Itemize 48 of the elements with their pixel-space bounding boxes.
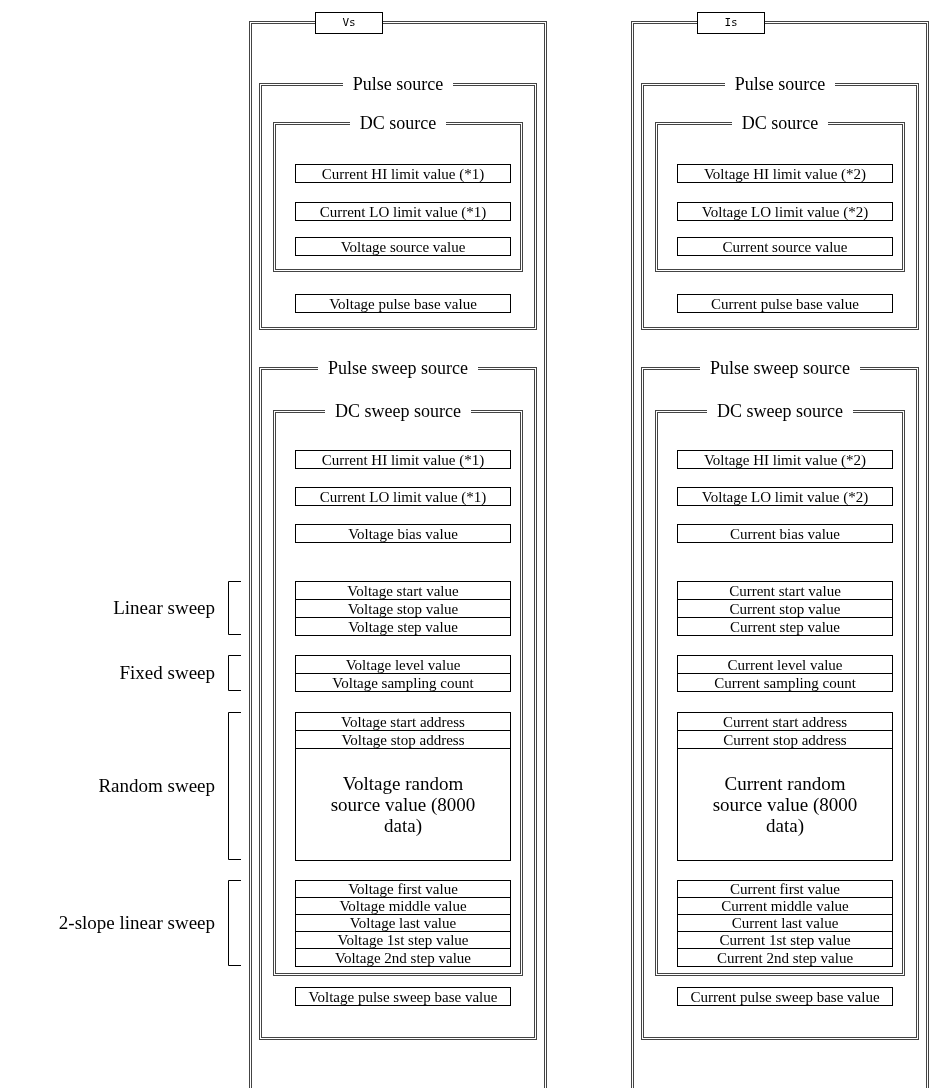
parameter-box: Current pulse sweep base value [677, 987, 893, 1006]
parameter-box: Current last value [677, 914, 893, 932]
frame-tab: Vs [315, 12, 383, 34]
parameter-box: Voltage stop value [295, 599, 511, 618]
parameter-box: Current LO limit value (*1) [295, 202, 511, 221]
sweep-label: Linear sweep [112, 597, 215, 619]
parameter-box: Current stop value [677, 599, 893, 618]
parameter-box: Voltage start address [295, 712, 511, 731]
parameter-box: Current bias value [677, 524, 893, 543]
parameter-box: Voltage LO limit value (*2) [677, 202, 893, 221]
parameter-box: Voltage bias value [295, 524, 511, 543]
frame-tab: Is [697, 12, 765, 34]
parameter-box: Current middle value [677, 897, 893, 915]
sweep-label: 2-slope linear sweep [57, 912, 215, 934]
parameter-box: Current random source value (8000 data) [677, 748, 893, 861]
parameter-box: Voltage last value [295, 914, 511, 932]
parameter-box: Current level value [677, 655, 893, 674]
parameter-box: Voltage level value [295, 655, 511, 674]
parameter-box: Current source value [677, 237, 893, 256]
parameter-box: Current 1st step value [677, 931, 893, 949]
parameter-box: Current stop address [677, 730, 893, 749]
parameter-box: Voltage step value [295, 617, 511, 636]
parameter-box: Voltage middle value [295, 897, 511, 915]
parameter-box: Voltage sampling count [295, 673, 511, 692]
parameter-box: Current sampling count [677, 673, 893, 692]
parameter-box: Voltage start value [295, 581, 511, 600]
parameter-box: Voltage pulse sweep base value [295, 987, 511, 1006]
parameter-box: Current start address [677, 712, 893, 731]
parameter-box: Voltage HI limit value (*2) [677, 450, 893, 469]
parameter-box: Voltage random source value (8000 data) [295, 748, 511, 861]
sweep-label: Random sweep [97, 775, 215, 797]
parameter-box: Voltage first value [295, 880, 511, 898]
parameter-box: Voltage pulse base value [295, 294, 511, 313]
parameter-box: Current HI limit value (*1) [295, 450, 511, 469]
parameter-box: Voltage LO limit value (*2) [677, 487, 893, 506]
parameter-box: Current start value [677, 581, 893, 600]
parameter-box: Current 2nd step value [677, 948, 893, 967]
parameter-box: Current first value [677, 880, 893, 898]
parameter-box: Voltage 2nd step value [295, 948, 511, 967]
parameter-box: Voltage 1st step value [295, 931, 511, 949]
parameter-box: Voltage source value [295, 237, 511, 256]
parameter-box: Voltage stop address [295, 730, 511, 749]
parameter-box: Current pulse base value [677, 294, 893, 313]
sweep-label: Fixed sweep [118, 662, 215, 684]
parameter-box: Voltage HI limit value (*2) [677, 164, 893, 183]
parameter-box: Current LO limit value (*1) [295, 487, 511, 506]
parameter-box: Current step value [677, 617, 893, 636]
parameter-box: Current HI limit value (*1) [295, 164, 511, 183]
